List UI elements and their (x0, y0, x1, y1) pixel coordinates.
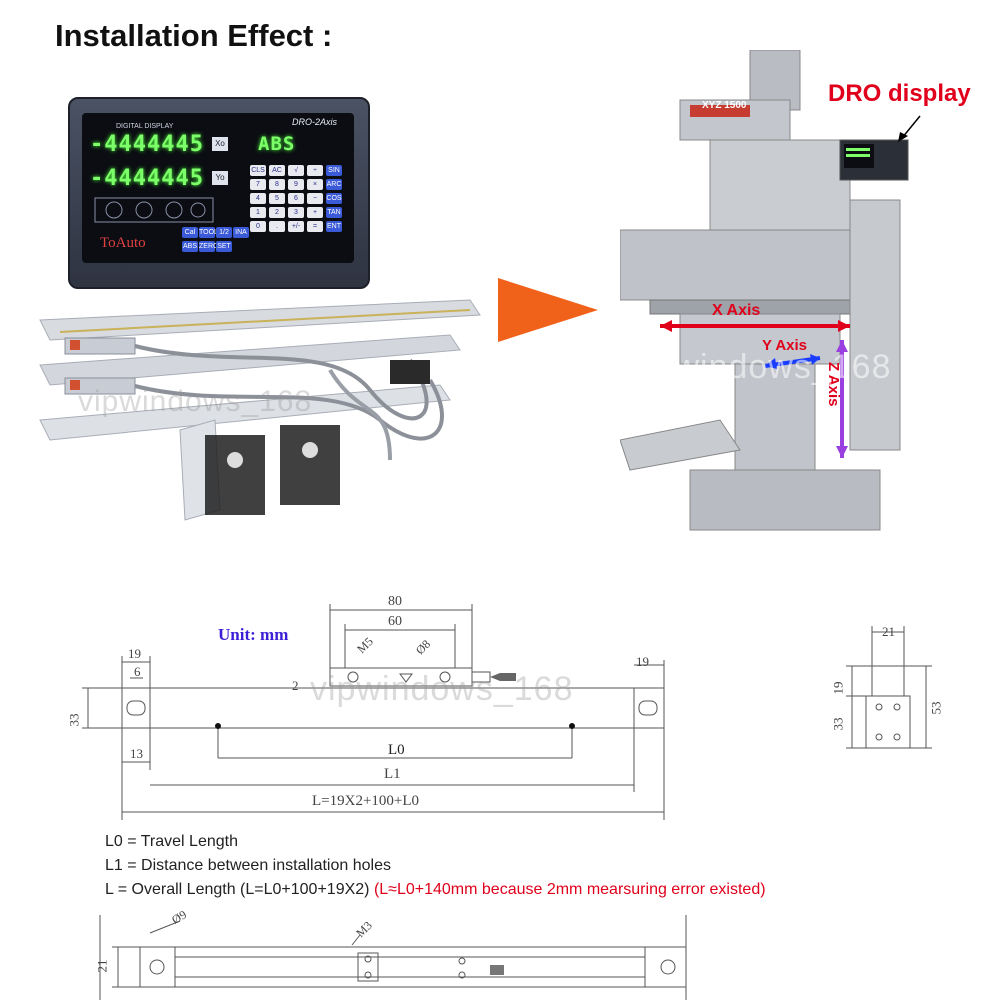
dro-key[interactable]: SIN (326, 165, 342, 176)
dro-function-key[interactable]: INA (233, 227, 249, 238)
dim-13: 13 (130, 746, 143, 761)
dim-21-side: 21 (882, 624, 895, 639)
dro-key[interactable]: × (307, 179, 323, 190)
dro-function-key[interactable]: 1/2 (216, 227, 232, 238)
dro-panel: DIGITAL DISPLAY DRO-2Axis -4444445 Xo -4… (68, 97, 370, 289)
arrow-right-icon (498, 278, 598, 342)
machine-brand-plate: XYZ 1500 (702, 100, 747, 111)
dro-key[interactable]: TAN (326, 207, 342, 218)
dim-l1: L1 (384, 766, 401, 782)
dro-key[interactable]: AC (269, 165, 285, 176)
y-axis-key[interactable]: Yo (212, 171, 228, 185)
dim-l0: L0 (388, 742, 405, 758)
dro-key[interactable]: 9 (288, 179, 304, 190)
dro-key[interactable]: COS (326, 193, 342, 204)
dro-key[interactable]: 0 (250, 221, 266, 232)
dim-33-side: 33 (830, 717, 846, 731)
dim-overall: L=19X2+100+L0 (312, 793, 420, 809)
dro-key[interactable]: +/- (288, 221, 304, 232)
legend-l-main: L = Overall Length (L=L0+100+19X2) (105, 881, 370, 898)
dro-key[interactable]: 6 (288, 193, 304, 204)
dim-2: 2 (292, 678, 299, 693)
legend-l: L = Overall Length (L=L0+100+19X2) (L≈L0… (105, 881, 766, 899)
dim-6: 6 (134, 664, 141, 679)
dro-key[interactable]: + (307, 207, 323, 218)
dro-pattern-icon (94, 197, 214, 223)
dro-key[interactable]: 5 (269, 193, 285, 204)
dro-key[interactable]: ÷ (307, 165, 323, 176)
scales-kit-illustration (39, 299, 481, 521)
dro-key[interactable]: 4 (250, 193, 266, 204)
dro-key[interactable]: = (307, 221, 323, 232)
dro-function-key[interactable]: ABS (182, 241, 198, 252)
dim-60: 60 (388, 614, 402, 629)
page-title: Installation Effect : (55, 18, 333, 53)
dim-33-left: 33 (66, 713, 82, 727)
x-axis-key[interactable]: Xo (212, 137, 228, 151)
dro-display-label: DRO display (828, 80, 971, 107)
dim-19-left: 19 (128, 646, 141, 661)
unit-label: Unit: mm (218, 625, 289, 644)
dro-key[interactable]: ARC (326, 179, 342, 190)
dro-key[interactable]: 3 (288, 207, 304, 218)
z-axis-label: Z Axis (825, 362, 842, 407)
dro-key[interactable]: 8 (269, 179, 285, 190)
dro-key[interactable]: 1 (250, 207, 266, 218)
scale-bottom-view-drawing (99, 915, 687, 1000)
legend-l-note: (L≈L0+140mm because 2mm mearsuring error… (369, 881, 766, 898)
dim-21-bottom: 21 (94, 959, 110, 973)
y-axis-label: Y Axis (762, 337, 808, 354)
mode-readout: ABS (258, 133, 296, 155)
dro-model-label: DRO-2Axis (292, 117, 338, 127)
dro-function-key[interactable]: SET (216, 241, 232, 252)
y-readout: -4444445 (90, 166, 204, 191)
dro-top-label: DIGITAL DISPLAY (116, 123, 174, 130)
x-axis-label: X Axis (712, 302, 761, 319)
legend-l0: L0 = Travel Length (105, 833, 238, 850)
dro-key[interactable]: ENT (326, 221, 342, 232)
dim-19-right: 19 (636, 654, 649, 669)
legend-l1: L1 = Distance between installation holes (105, 857, 391, 874)
dro-brand: ToAuto (100, 235, 146, 251)
dim-53: 53 (928, 701, 944, 715)
milling-machine-illustration (620, 50, 921, 531)
dro-key[interactable]: 2 (269, 207, 285, 218)
dim-80: 80 (388, 594, 402, 609)
dro-key[interactable]: 7 (250, 179, 266, 190)
dro-function-key[interactable]: ZERO (199, 241, 219, 252)
dro-key[interactable]: √ (288, 165, 304, 176)
x-readout: -4444445 (90, 132, 204, 157)
dro-key[interactable]: . (269, 221, 285, 232)
scale-dimension-drawing (82, 604, 932, 820)
dim-19-side: 19 (830, 681, 846, 695)
dro-function-key[interactable]: Cal (182, 227, 198, 238)
dro-key[interactable]: CLS (250, 165, 266, 176)
dro-function-key[interactable]: TOOL (199, 227, 218, 238)
dro-key[interactable]: − (307, 193, 323, 204)
